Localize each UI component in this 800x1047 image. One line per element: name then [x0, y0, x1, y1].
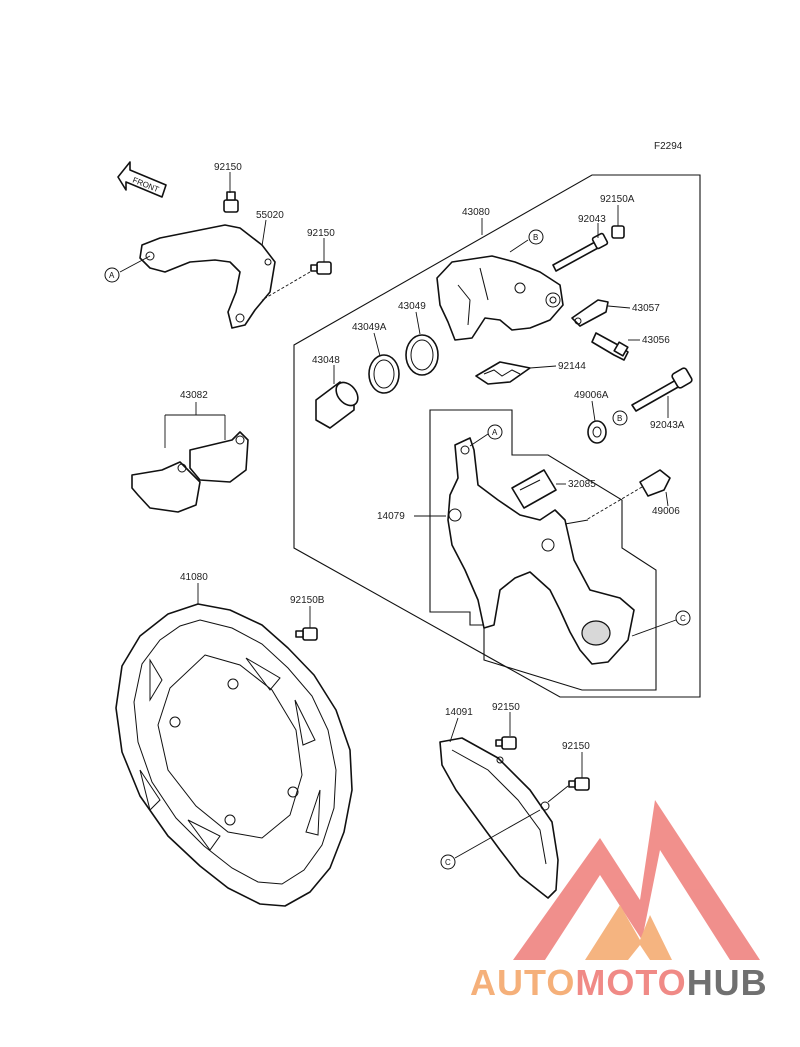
- caliper-bracket-14079: [447, 437, 635, 665]
- part-label-92150-a: 92150: [214, 162, 242, 173]
- part-label-92043A: 92043A: [650, 420, 685, 431]
- callout-c-bottom: C: [440, 854, 456, 870]
- svg-text:B: B: [533, 233, 538, 242]
- bolt-92150-side: [310, 261, 332, 275]
- pin-92043A: [631, 367, 693, 412]
- seal-43049: [405, 334, 439, 376]
- part-label-49006A: 49006A: [574, 390, 609, 401]
- part-label-92043: 92043: [578, 214, 606, 225]
- part-label-41080: 41080: [180, 572, 208, 583]
- part-label-32085: 32085: [568, 479, 596, 490]
- callout-c-right: C: [675, 610, 691, 626]
- svg-text:B: B: [617, 414, 622, 423]
- spring-92144: [475, 361, 531, 385]
- callout-a-inner: A: [487, 424, 503, 440]
- plug-92150A: [611, 225, 625, 239]
- part-label-92150B: 92150B: [290, 595, 325, 606]
- caliper-body: [436, 255, 564, 341]
- piston-43048: [315, 381, 359, 429]
- part-label-14079: 14079: [377, 511, 405, 522]
- caliper-assembly-frame: [293, 174, 701, 698]
- brand-moto: MOTO: [575, 962, 686, 1003]
- brake-pads-43082: [131, 431, 249, 513]
- svg-text:A: A: [492, 428, 498, 437]
- bleeder-cap-43057: [571, 299, 609, 327]
- brake-disc-41080: [115, 603, 353, 907]
- callout-b-right: B: [612, 410, 628, 426]
- part-label-43057: 43057: [632, 303, 660, 314]
- svg-text:C: C: [445, 858, 451, 867]
- brand-auto: AUTO: [470, 962, 575, 1003]
- bolt-92150-top: [223, 191, 239, 213]
- bracket-subassembly-frame: [429, 409, 657, 691]
- svg-text:A: A: [109, 271, 115, 280]
- part-label-43080: 43080: [462, 207, 490, 218]
- boot-49006: [639, 469, 671, 497]
- part-label-43056: 43056: [642, 335, 670, 346]
- watermark-logo-icon: [513, 800, 760, 960]
- figure-code: F2294: [654, 141, 683, 152]
- svg-text:C: C: [680, 614, 686, 623]
- pin-92043: [552, 232, 609, 272]
- bolt-92150-guard-b: [568, 777, 590, 791]
- seal-43049A: [368, 354, 400, 394]
- disc-guard-14091: [439, 737, 559, 899]
- bolt-92150B: [295, 627, 318, 641]
- part-label-92150A: 92150A: [600, 194, 635, 205]
- part-label-49006: 49006: [652, 506, 680, 517]
- boot-49006A: [587, 420, 607, 444]
- part-label-43082: 43082: [180, 390, 208, 401]
- part-label-14091: 14091: [445, 707, 473, 718]
- bracket-55020: [139, 224, 276, 329]
- part-label-43049A: 43049A: [352, 322, 387, 333]
- part-label-92150-b: 92150: [307, 228, 335, 239]
- front-arrow-icon: FRONT: [117, 161, 167, 198]
- callout-b-top: B: [528, 229, 544, 245]
- part-label-92144: 92144: [558, 361, 586, 372]
- bleeder-valve-43056: [591, 332, 629, 361]
- pad-spring-32085: [511, 469, 557, 509]
- bolt-92150-guard-a: [495, 736, 517, 750]
- part-label-55020: 55020: [256, 210, 284, 221]
- part-label-92150-d: 92150: [562, 741, 590, 752]
- part-label-43049: 43049: [398, 301, 426, 312]
- svg-text:AUTOMOTOHUB: AUTOMOTOHUB: [470, 962, 768, 1003]
- callout-a-left: A: [104, 267, 120, 283]
- part-label-43048: 43048: [312, 355, 340, 366]
- brand-hub: HUB: [687, 962, 768, 1003]
- watermark-brand: AUTOMOTOHUB: [470, 962, 768, 1003]
- part-label-92150-c: 92150: [492, 702, 520, 713]
